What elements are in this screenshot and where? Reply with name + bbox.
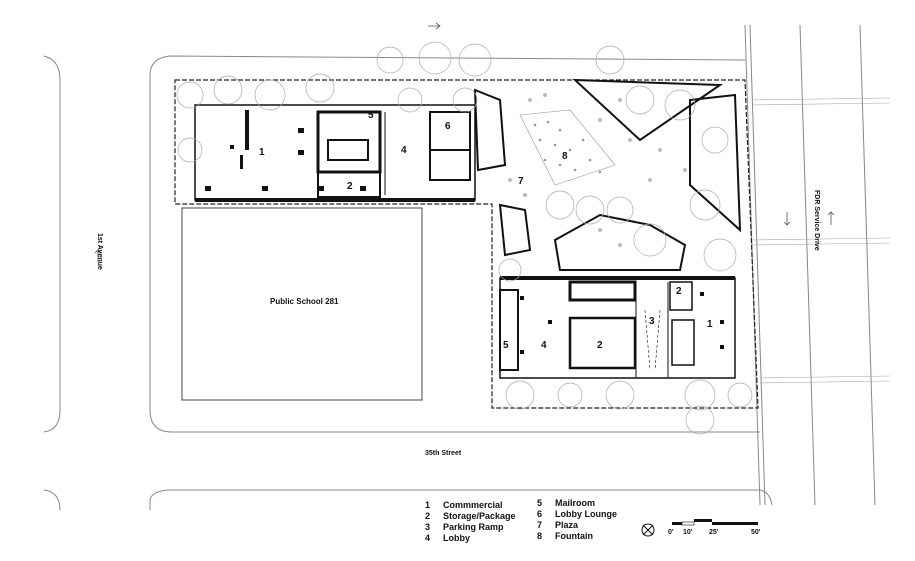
street-label-fdr-drive: FDR Service Drive: [813, 190, 820, 251]
room-4-north: 4: [401, 145, 407, 156]
legend-item: 7 Plaza: [537, 520, 617, 531]
room-3: 3: [649, 316, 655, 327]
legend-item: 8 Fountain: [537, 531, 617, 542]
room-7: 7: [518, 176, 524, 187]
legend-item: 2 Storage/Package: [425, 511, 516, 522]
legend-label: Mailroom: [555, 498, 596, 508]
legend-number: 8: [537, 531, 543, 541]
legend-number: 4: [425, 533, 431, 543]
legend-label: Lobby Lounge: [555, 509, 617, 519]
scale-label-50: 50': [751, 529, 761, 536]
scale-label-25: 25': [709, 529, 719, 536]
room-8: 8: [562, 151, 568, 162]
room-1-south: 1: [707, 319, 713, 330]
legend-number: 3: [425, 522, 431, 532]
planters: [473, 78, 742, 271]
room-4-south: 4: [541, 340, 547, 351]
legend-number: 1: [425, 500, 431, 510]
north-arrow-icon: [641, 523, 655, 537]
legend-item: 1 Commmercial: [425, 500, 516, 511]
legend-number: 2: [425, 511, 431, 521]
legend-item: 6 Lobby Lounge: [537, 509, 617, 520]
scale-bar: [672, 519, 758, 526]
tree-canopies: [176, 41, 753, 435]
scale-label-0: 0': [668, 529, 674, 536]
legend-number: 5: [537, 498, 543, 508]
traffic-arrow-icon: [94, 22, 835, 262]
public-school-label: Public School 281: [270, 297, 339, 306]
site-boundary: [174, 79, 759, 409]
north-building: [194, 104, 476, 202]
fountain-dots: [533, 120, 602, 174]
legend-number: 6: [537, 509, 543, 519]
fountain-outline: [519, 109, 616, 186]
legend-label: Commmercial: [443, 500, 503, 510]
street-label-1st-avenue: 1st Avenue: [96, 233, 103, 270]
room-5-south: 5: [503, 340, 509, 351]
room-5-north: 5: [368, 110, 374, 121]
block-curb: [149, 75, 760, 433]
legend-column-2: 5 Mailroom 6 Lobby Lounge 7 Plaza 8 Fountain: [537, 498, 617, 542]
legend-item: 5 Mailroom: [537, 498, 617, 509]
plaza-shrubs: [508, 93, 687, 247]
room-2-south: 2: [597, 340, 603, 351]
street-curb-south: [149, 489, 773, 510]
room-6: 6: [445, 121, 451, 132]
room-1-north: 1: [259, 147, 265, 158]
legend-label: Parking Ramp: [443, 522, 504, 532]
legend-column-1: 1 Commmercial 2 Storage/Package 3 Parking R…: [425, 500, 516, 544]
legend-item: 4 Lobby: [425, 533, 516, 544]
legend-item: 3 Parking Ramp: [425, 522, 516, 533]
legend-label: Lobby: [443, 533, 470, 543]
scale-label-10: 10': [683, 529, 693, 536]
south-building: [499, 276, 736, 379]
legend-label: Plaza: [555, 520, 579, 530]
legend-label: Fountain: [555, 531, 593, 541]
legend-label: Storage/Package: [443, 511, 516, 521]
legend-number: 7: [537, 520, 543, 530]
room-2-north: 2: [347, 181, 353, 192]
avenue-curb-west: [43, 55, 61, 433]
street-label-35th: 35th Street: [425, 450, 462, 457]
public-school-block: [181, 207, 423, 401]
room-2-east: 2: [676, 286, 682, 297]
